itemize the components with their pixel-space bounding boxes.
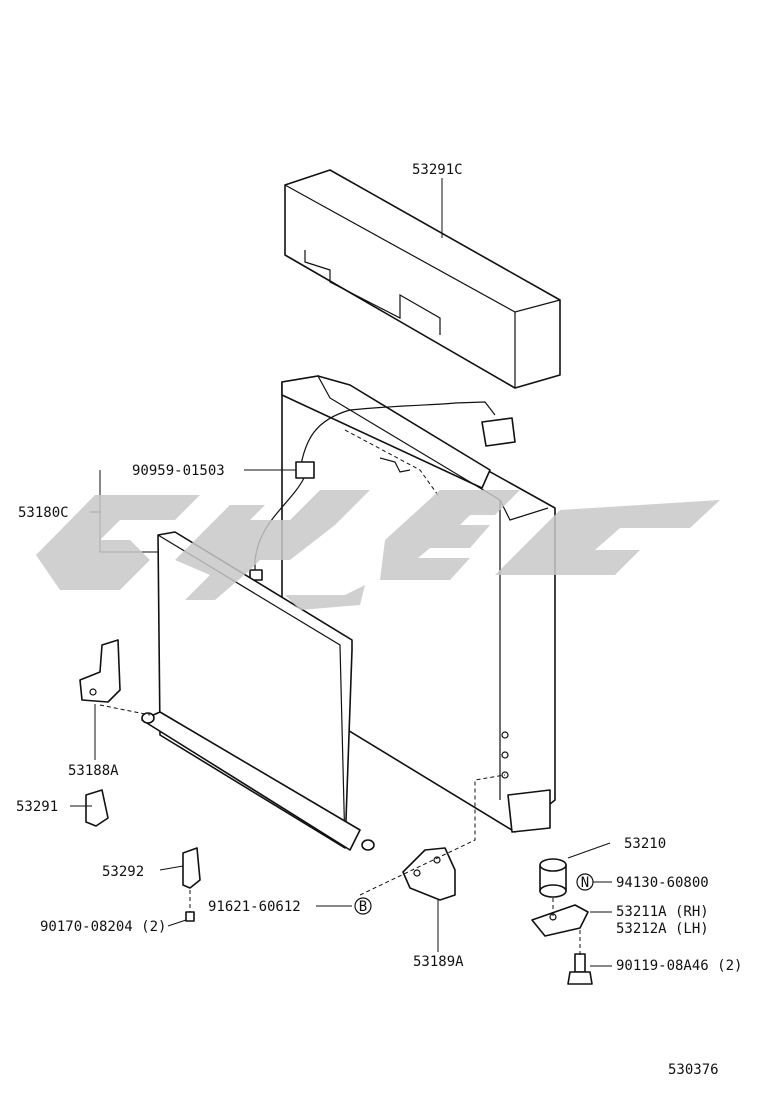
label-nut: 94130-60800: [616, 875, 709, 891]
label-bracket-left: 53188A: [68, 763, 119, 779]
label-support-rh: 53211A (RH): [616, 904, 709, 920]
label-bracket-right: 53189A: [413, 954, 464, 970]
marker-b: B: [359, 899, 367, 915]
bracket-left-part: [79, 639, 121, 703]
insulator-part: [284, 169, 561, 389]
bolt-part: [567, 953, 593, 985]
marker-b-circle: [354, 897, 372, 915]
label-cushion: 53210: [624, 836, 666, 852]
diagram-code: 530376: [668, 1062, 719, 1078]
bracket-right-part: [402, 847, 456, 901]
label-sensor-wire: 90959-01503: [132, 463, 225, 479]
watermark-logo: [36, 490, 720, 610]
marker-n: N: [581, 875, 589, 891]
label-condenser: 53180C: [18, 505, 69, 521]
label-clip-53291: 53291: [16, 799, 58, 815]
label-clip-53292: 53292: [102, 864, 144, 880]
clip-53292-part: [182, 847, 201, 922]
label-insulator: 53291C: [412, 162, 463, 178]
clip-53291-part: [85, 789, 109, 827]
label-screw-b: 91621-60612: [208, 899, 301, 915]
marker-n-circle: [576, 873, 594, 891]
label-screw-left: 90170-08204 (2): [40, 919, 166, 935]
condenser-part: [141, 531, 375, 851]
label-support-lh: 53212A (LH): [616, 921, 709, 937]
label-bolt: 90119-08A46 (2): [616, 958, 742, 974]
cushion-part: [539, 858, 567, 898]
support-part: [531, 904, 589, 937]
